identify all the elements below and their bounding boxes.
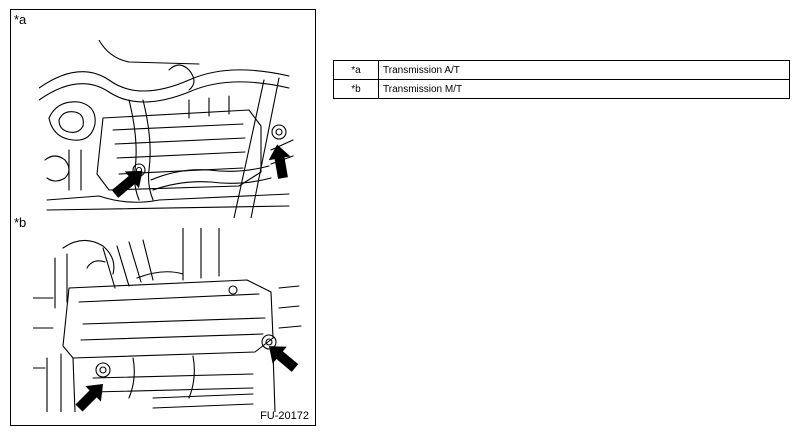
panel-b-drawing	[33, 228, 302, 412]
legend-key: *b	[333, 79, 379, 99]
panel-a-arrows	[111, 144, 291, 198]
figure-frame: *a *b	[10, 9, 316, 426]
figure-code: FU-20172	[260, 410, 309, 422]
panel-a-label: *a	[14, 12, 27, 27]
table-row: *b Transmission M/T	[333, 79, 790, 99]
legend-key: *a	[333, 60, 379, 80]
arrow-icon	[75, 383, 104, 412]
panel-b-arrows	[75, 346, 299, 412]
table-row: *a Transmission A/T	[333, 60, 790, 80]
legend-description: Transmission M/T	[378, 79, 790, 99]
panel-b-label: *b	[14, 215, 27, 230]
arrow-icon	[268, 346, 299, 372]
arrow-icon	[111, 170, 143, 198]
legend-description: Transmission A/T	[378, 60, 790, 80]
arrow-icon	[268, 144, 291, 179]
legend-table: *a Transmission A/T *b Transmission M/T	[333, 60, 790, 99]
panel-a-drawing	[39, 40, 294, 218]
